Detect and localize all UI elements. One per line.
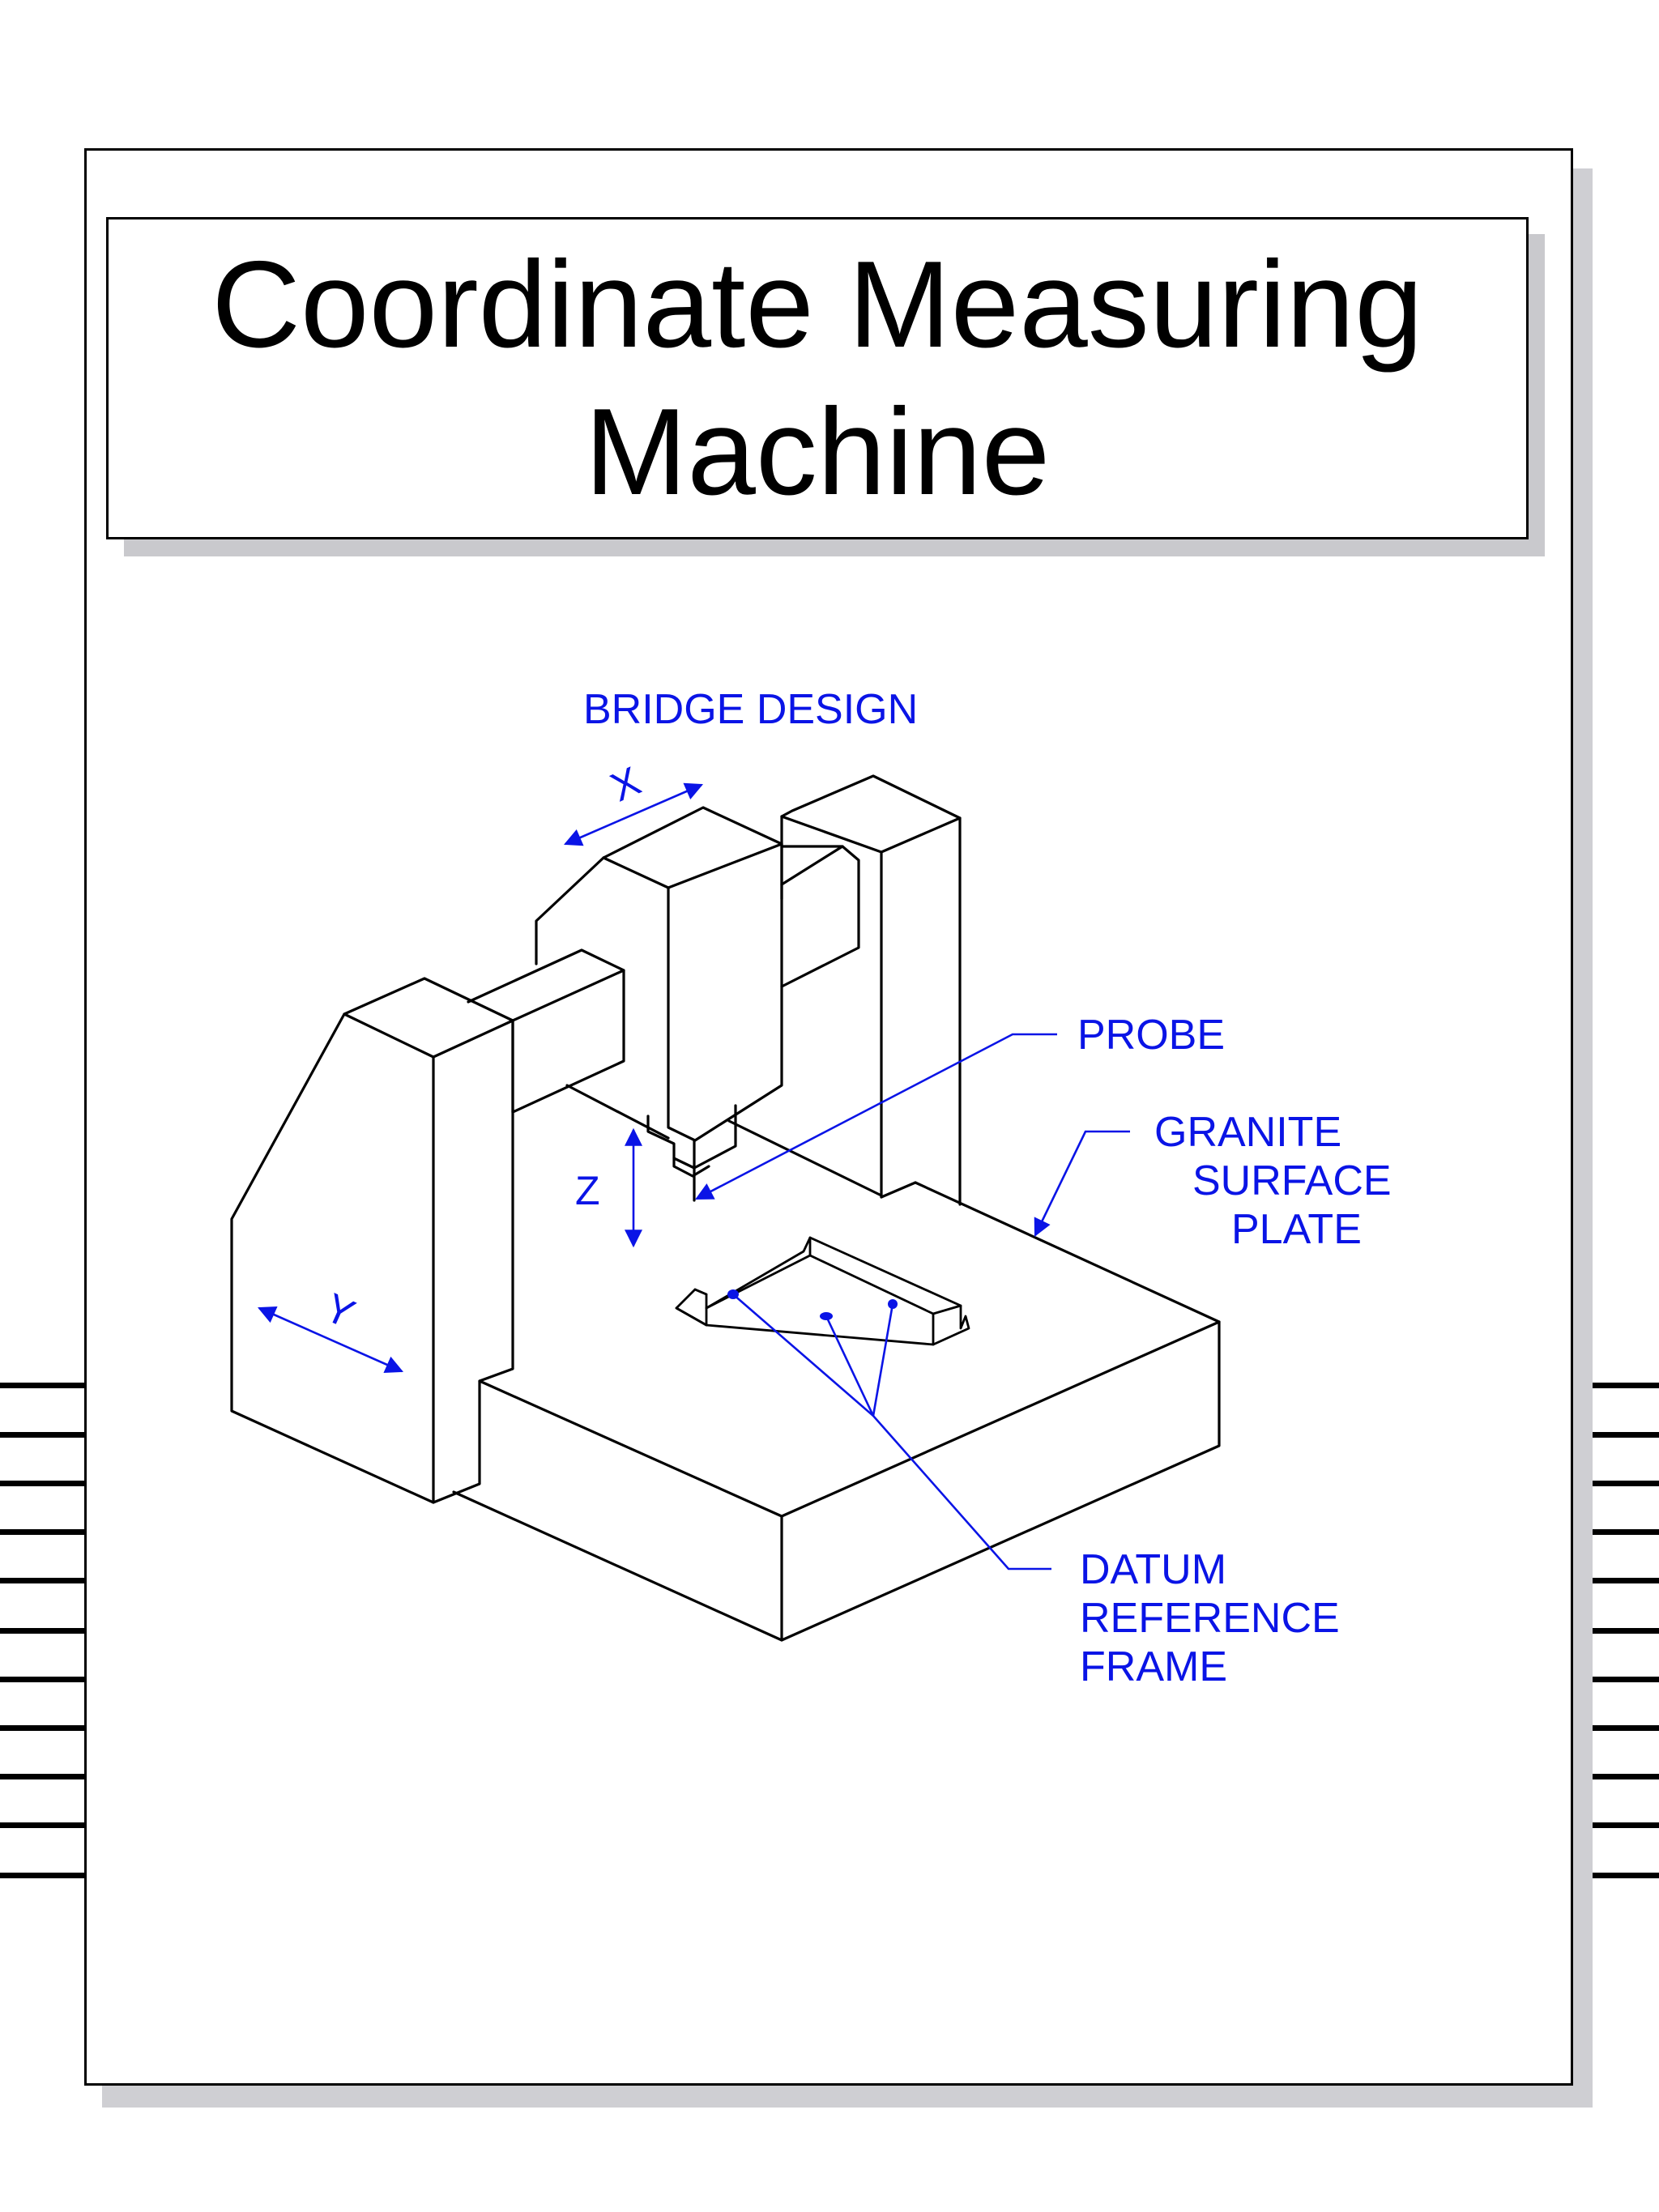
title-line-1: Coordinate Measuring xyxy=(211,236,1423,373)
right-pin xyxy=(1593,1432,1659,1438)
left-pin xyxy=(0,1822,84,1828)
datum-leader xyxy=(732,1294,1051,1571)
datum-point xyxy=(820,1312,833,1320)
granite-leader xyxy=(1034,1130,1130,1237)
right-pin xyxy=(1593,1383,1659,1388)
right-pin xyxy=(1593,1677,1659,1682)
label-granite-line-1: GRANITE xyxy=(1154,1109,1341,1156)
left-pin xyxy=(0,1628,84,1634)
right-pin xyxy=(1593,1628,1659,1634)
right-pin xyxy=(1593,1481,1659,1486)
datum-points xyxy=(727,1289,898,1320)
x-axis-arrow xyxy=(563,782,704,846)
rear-column xyxy=(780,774,962,1206)
granite-plate xyxy=(452,1181,1221,1642)
bridge-beam-rear xyxy=(780,845,860,988)
label-probe: PROBE xyxy=(1077,1012,1225,1059)
label-datum-line-2: REFERENCE xyxy=(1080,1595,1340,1642)
right-pin xyxy=(1593,1774,1659,1779)
y-axis-arrow xyxy=(257,1306,404,1374)
right-pin xyxy=(1593,1529,1659,1535)
axis-label-x: X xyxy=(604,758,647,811)
right-pin xyxy=(1593,1822,1659,1828)
right-pin xyxy=(1593,1725,1659,1731)
left-pin xyxy=(0,1578,84,1583)
title-box: Coordinate Measuring Machine xyxy=(106,217,1529,539)
probe-ram xyxy=(646,1104,737,1202)
datum-leader xyxy=(825,1315,875,1417)
axis-label-y: Y xyxy=(318,1285,361,1337)
front-column xyxy=(230,977,514,1504)
heading-bridge-design: BRIDGE DESIGN xyxy=(583,686,918,733)
label-granite-line-2: SURFACE xyxy=(1192,1157,1392,1204)
left-pin xyxy=(0,1725,84,1731)
datum-fixture xyxy=(675,1236,970,1346)
left-pin xyxy=(0,1677,84,1682)
datum-leader xyxy=(872,1303,894,1417)
annotation-text: BRIDGE DESIGN X Y Z PROBE GRANITE SURFAC… xyxy=(318,686,1392,1690)
left-pin xyxy=(0,1873,84,1878)
bridge-beam-front xyxy=(467,948,883,1197)
right-pin xyxy=(1593,1873,1659,1878)
label-datum-line-3: FRAME xyxy=(1080,1643,1227,1690)
carriage xyxy=(535,806,783,1142)
axis-label-z: Z xyxy=(575,1168,600,1213)
left-pin xyxy=(0,1774,84,1779)
machine-outline xyxy=(230,774,1221,1642)
left-pin xyxy=(0,1529,84,1535)
datum-point xyxy=(888,1299,898,1309)
left-pin xyxy=(0,1481,84,1486)
right-pin xyxy=(1593,1578,1659,1583)
probe-leader xyxy=(695,1033,1057,1200)
left-pin xyxy=(0,1432,84,1438)
left-pin xyxy=(0,1383,84,1388)
label-datum-line-1: DATUM xyxy=(1080,1546,1226,1593)
annotations xyxy=(257,782,1130,1571)
title-line-2: Machine xyxy=(584,383,1051,521)
label-granite-line-3: PLATE xyxy=(1231,1206,1362,1253)
datum-point xyxy=(727,1289,739,1299)
